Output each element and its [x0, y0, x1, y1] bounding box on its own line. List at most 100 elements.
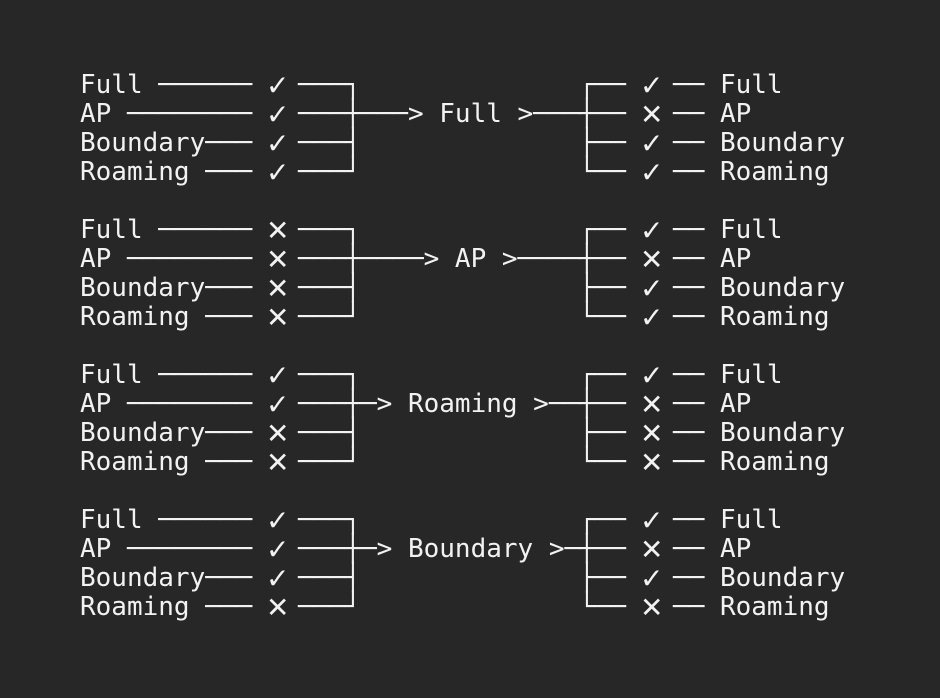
center-node-connector: ───> Full >─── [361, 99, 581, 129]
left-mark: ✓ [266, 156, 290, 189]
right-mark: ✕ [640, 243, 664, 276]
right-bracket-join: ├── [579, 273, 626, 303]
left-bracket-join: ───┐ [298, 360, 361, 390]
left-row-label: Boundary─── [80, 418, 253, 448]
left-mark: ✓ [266, 533, 290, 566]
left-bracket-join: ───┼ [298, 389, 361, 419]
right-row-label: ── Roaming [673, 592, 830, 622]
left-row-label: AP ──────── [80, 534, 253, 564]
right-bracket-join: ┌── [579, 215, 626, 245]
right-mark: ✕ [640, 446, 664, 479]
right-row-label: ── Boundary [673, 563, 846, 593]
right-mark: ✓ [640, 272, 664, 305]
left-mark: ✓ [266, 69, 290, 102]
right-mark: ✓ [640, 69, 664, 102]
left-bracket-join: ───┐ [298, 215, 361, 245]
left-row-label: Roaming ─── [80, 447, 253, 477]
left-row-label: Roaming ─── [80, 302, 253, 332]
right-row-label: ── AP [673, 99, 752, 129]
right-mark: ✕ [640, 591, 664, 624]
right-bracket-join: ┼── [579, 99, 626, 129]
left-row-label: Full ────── [80, 360, 253, 390]
left-row-label: Boundary─── [80, 273, 253, 303]
left-bracket-join: ───┤ [298, 563, 361, 593]
center-node-connector: ─> Boundary >─ [361, 534, 581, 564]
center-node-connector: ─> Roaming >── [361, 389, 581, 419]
left-bracket-join: ───┤ [298, 128, 361, 158]
right-bracket-join: ┼── [579, 534, 626, 564]
right-mark: ✓ [640, 359, 664, 392]
right-row-label: ── Full [673, 505, 783, 535]
right-bracket-join: └── [579, 447, 626, 477]
right-row-label: ── AP [673, 534, 752, 564]
right-row-label: ── AP [673, 389, 752, 419]
right-bracket-join: └── [579, 157, 626, 187]
left-bracket-join: ───┼ [298, 534, 361, 564]
right-bracket-join: ┌── [579, 70, 626, 100]
right-row-label: ── Boundary [673, 128, 846, 158]
right-mark: ✕ [640, 533, 664, 566]
right-mark: ✓ [640, 214, 664, 247]
left-bracket-join: ───┘ [298, 592, 361, 622]
right-mark: ✓ [640, 301, 664, 334]
right-bracket-join: └── [579, 592, 626, 622]
left-bracket-join: ───┘ [298, 302, 361, 332]
right-row-label: ── Roaming [673, 302, 830, 332]
left-row-label: Boundary─── [80, 128, 253, 158]
right-mark: ✓ [640, 504, 664, 537]
left-mark: ✕ [266, 591, 290, 624]
left-row-label: AP ──────── [80, 244, 253, 274]
left-bracket-join: ───┼ [298, 244, 361, 274]
right-bracket-join: ├── [579, 563, 626, 593]
right-bracket-join: ┼── [579, 389, 626, 419]
left-row-label: Full ────── [80, 70, 253, 100]
right-mark: ✕ [640, 417, 664, 450]
left-row-label: Boundary─── [80, 563, 253, 593]
left-bracket-join: ───┤ [298, 273, 361, 303]
left-mark: ✕ [266, 301, 290, 334]
right-mark: ✓ [640, 562, 664, 595]
right-bracket-join: └── [579, 302, 626, 332]
right-row-label: ── Full [673, 215, 783, 245]
left-bracket-join: ───┘ [298, 447, 361, 477]
left-bracket-join: ───┘ [298, 157, 361, 187]
left-mark: ✕ [266, 272, 290, 305]
right-bracket-join: ┌── [579, 505, 626, 535]
right-row-label: ── Roaming [673, 157, 830, 187]
left-mark: ✕ [266, 243, 290, 276]
right-mark: ✕ [640, 98, 664, 131]
left-bracket-join: ───┐ [298, 70, 361, 100]
left-bracket-join: ───┼ [298, 99, 361, 129]
right-bracket-join: ├── [579, 418, 626, 448]
left-mark: ✓ [266, 127, 290, 160]
center-node-connector: ────> AP >──── [361, 244, 581, 274]
right-mark: ✕ [640, 388, 664, 421]
left-mark: ✕ [266, 446, 290, 479]
left-mark: ✓ [266, 98, 290, 131]
left-mark: ✓ [266, 562, 290, 595]
left-row-label: Roaming ─── [80, 157, 253, 187]
right-row-label: ── AP [673, 244, 752, 274]
left-row-label: AP ──────── [80, 99, 253, 129]
left-row-label: Full ────── [80, 505, 253, 535]
left-bracket-join: ───┤ [298, 418, 361, 448]
right-mark: ✓ [640, 127, 664, 160]
left-mark: ✕ [266, 214, 290, 247]
left-row-label: Roaming ─── [80, 592, 253, 622]
right-mark: ✓ [640, 156, 664, 189]
right-bracket-join: ┼── [579, 244, 626, 274]
right-bracket-join: ├── [579, 128, 626, 158]
left-row-label: Full ────── [80, 215, 253, 245]
right-row-label: ── Boundary [673, 418, 846, 448]
right-row-label: ── Full [673, 70, 783, 100]
left-mark: ✓ [266, 504, 290, 537]
right-row-label: ── Roaming [673, 447, 830, 477]
right-row-label: ── Boundary [673, 273, 846, 303]
left-bracket-join: ───┐ [298, 505, 361, 535]
left-mark: ✓ [266, 388, 290, 421]
right-bracket-join: ┌── [579, 360, 626, 390]
left-mark: ✕ [266, 417, 290, 450]
left-row-label: AP ──────── [80, 389, 253, 419]
left-mark: ✓ [266, 359, 290, 392]
